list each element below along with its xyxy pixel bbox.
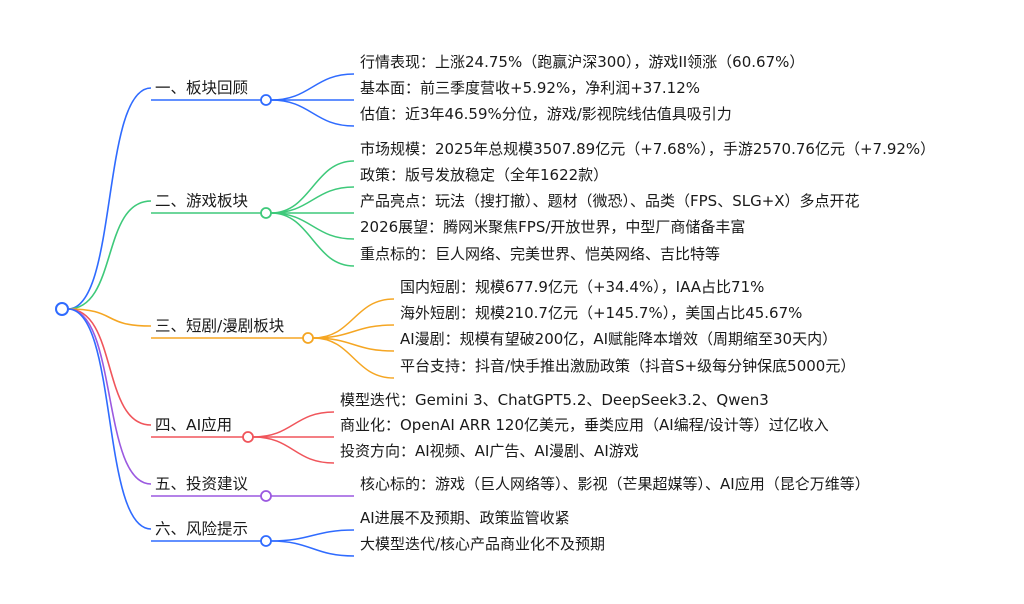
leaf-item[interactable]: 模型迭代：Gemini 3、ChatGPT5.2、DeepSeek3.2、Qwe… [340, 391, 769, 409]
section-label-s3[interactable]: 三、短剧/漫剧板块 [155, 317, 285, 335]
section-label-s2[interactable]: 二、游戏板块 [155, 192, 249, 210]
section-label-s4[interactable]: 四、AI应用 [155, 416, 233, 434]
collapse-node-icon[interactable] [260, 94, 272, 106]
root-node-icon[interactable] [55, 302, 69, 316]
collapse-node-icon[interactable] [242, 431, 254, 443]
leaf-connector [312, 298, 395, 339]
section-label-s5[interactable]: 五、投资建议 [155, 475, 249, 493]
leaf-connector [270, 212, 355, 240]
leaf-item[interactable]: 投资方向：AI视频、AI广告、AI漫剧、AI游戏 [340, 442, 639, 460]
leaf-connector [270, 212, 355, 267]
connector-s1 [67, 87, 152, 310]
leaf-item[interactable]: 行情表现：上涨24.75%（跑赢沪深300），游戏II领涨（60.67%） [360, 53, 805, 71]
section-label-s6[interactable]: 六、风险提示 [155, 520, 249, 538]
leaf-item[interactable]: 海外短剧：规模210.7亿元（+145.7%），美国占比45.67% [400, 304, 803, 322]
collapse-node-icon[interactable] [260, 207, 272, 219]
connector-s2 [67, 200, 152, 310]
connector-s4 [67, 308, 152, 426]
leaf-item[interactable]: 产品亮点：玩法（搜打撤）、题材（微恐）、品类（FPS、SLG+X）多点开花 [360, 192, 860, 210]
leaf-item[interactable]: 商业化：OpenAI ARR 120亿美元，垂类应用（AI编程/设计等）过亿收入 [340, 416, 829, 434]
leaf-item[interactable]: 大模型迭代/核心产品商业化不及预期 [360, 535, 606, 553]
leaf-item[interactable]: 核心标的：游戏（巨人网络等）、影视（芒果超媒等）、AI应用（昆仑万维等） [360, 475, 870, 493]
leaf-item[interactable]: 政策：版号发放稳定（全年1622款） [360, 166, 609, 184]
collapse-node-icon[interactable] [302, 332, 314, 344]
leaf-connector [270, 529, 355, 542]
leaf-item[interactable]: AI漫剧：规模有望破200亿，AI赋能降本增效（周期缩至30天内） [400, 330, 838, 348]
leaf-item[interactable]: AI进展不及预期、政策监管收紧 [360, 509, 570, 527]
leaf-connector [312, 337, 395, 352]
collapse-node-icon[interactable] [260, 490, 272, 502]
connector-s3 [67, 308, 152, 327]
leaf-item[interactable]: 国内短剧：规模677.9亿元（+34.4%），IAA占比71% [400, 278, 765, 296]
leaf-item[interactable]: 2026展望：腾网米聚焦FPS/开放世界，中型厂商储备丰富 [360, 218, 746, 236]
leaf-connector [270, 540, 355, 557]
leaf-item[interactable]: 基本面：前三季度营收+5.92%，净利润+37.12% [360, 79, 700, 97]
section-label-s1[interactable]: 一、板块回顾 [155, 79, 249, 97]
leaf-item[interactable]: 重点标的：巨人网络、完美世界、恺英网络、吉比特等 [360, 245, 721, 263]
leaf-connector [270, 186, 355, 214]
leaf-item[interactable]: 平台支持：抖音/快手推出激励政策（抖音S+级每分钟保底5000元） [400, 357, 856, 375]
leaf-item[interactable]: 市场规模：2025年总规模3507.89亿元（+7.68%），手游2570.76… [360, 140, 936, 158]
leaf-connector [312, 337, 395, 379]
collapse-node-icon[interactable] [260, 535, 272, 547]
leaf-item[interactable]: 估值：近3年46.59%分位，游戏/影视院线估值具吸引力 [360, 105, 732, 123]
leaf-connector [270, 99, 355, 127]
connector-s5 [67, 308, 152, 485]
leaf-connector [270, 73, 355, 101]
leaf-connector [252, 411, 335, 438]
connector-s6 [67, 308, 152, 530]
leaf-connector [270, 160, 355, 214]
leaf-connector [252, 436, 335, 464]
